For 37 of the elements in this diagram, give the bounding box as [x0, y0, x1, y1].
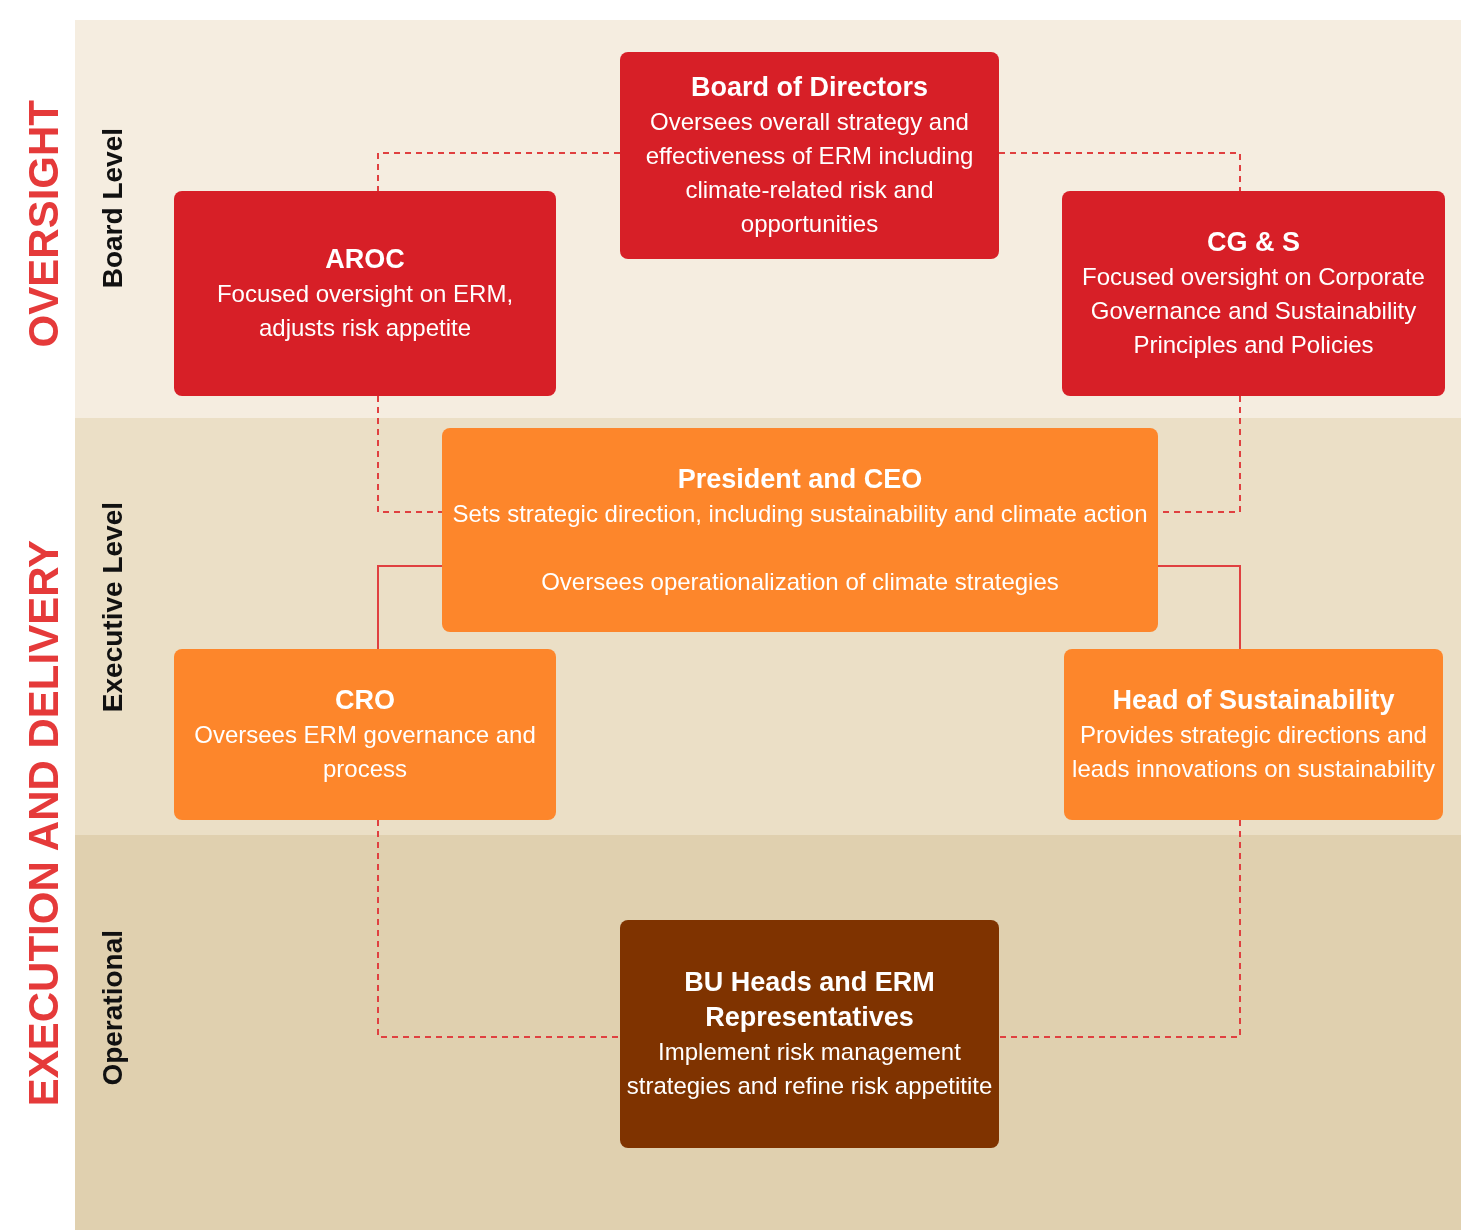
connector-line: [1157, 565, 1241, 650]
role-title: Head of Sustainability: [1112, 684, 1395, 717]
level-band: [75, 20, 1461, 418]
role-box: [620, 52, 999, 259]
role-description: Oversees overall strategy and effectiveness of ERM including climate-related risk and opportunities: [644, 107, 975, 239]
role-description: Implement risk management strategies and refine risk appetitite: [625, 1037, 994, 1101]
section-label: OVERSIGHT: [20, 100, 68, 348]
role-box: [442, 428, 1158, 632]
role-box: [1062, 191, 1445, 396]
level-label: Operational: [97, 930, 129, 1086]
role-description: Provides strategic directions and leads innovations on sustainability: [1071, 720, 1436, 784]
connector-line: [998, 152, 1241, 192]
level-band: [75, 418, 1461, 835]
role-title: CG & S: [1207, 226, 1300, 259]
role-title: Board of Directors: [690, 71, 928, 104]
role-box: [620, 920, 999, 1148]
section-label: EXECUTION AND DELIVERY: [20, 540, 68, 1107]
role-title: CRO: [335, 684, 395, 717]
connector-line: [377, 152, 621, 192]
role-title: BU Heads and ERM Representatives: [683, 966, 936, 1034]
role-title: President and CEO: [677, 462, 923, 496]
role-box: [1064, 649, 1443, 820]
role-title: AROC: [325, 243, 405, 276]
role-description: Sets strategic direction, including sustainability and climate action: [452, 498, 1148, 529]
level-label: Board Level: [97, 128, 129, 289]
level-label: Executive Level: [97, 502, 129, 713]
connector-line: [998, 819, 1241, 1038]
role-box: [174, 191, 556, 396]
connector-line: [377, 395, 443, 513]
connector-line: [377, 565, 443, 650]
role-description: Oversees ERM governance and process: [193, 720, 537, 784]
role-box: [174, 649, 556, 820]
role-description: Focused oversight on Corporate Governance and Sustainability Principles and Policies: [1081, 262, 1426, 360]
role-description: Oversees operationalization of climate strategies: [541, 566, 1059, 597]
role-description: Focused oversight on ERM, adjusts risk appetite: [215, 279, 515, 343]
level-band: [75, 835, 1461, 1230]
connector-line: [377, 819, 621, 1038]
